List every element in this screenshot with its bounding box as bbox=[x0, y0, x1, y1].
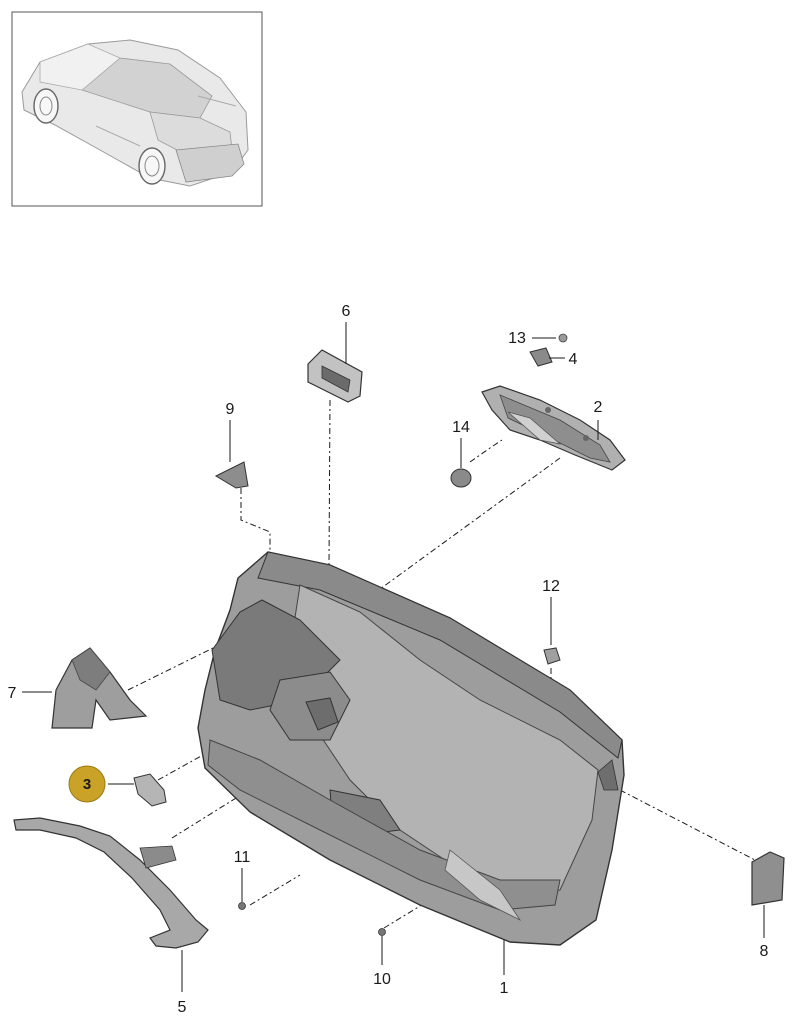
part-11-screw[interactable] bbox=[238, 902, 246, 910]
part-10-screw[interactable] bbox=[378, 928, 386, 936]
callout-3-badge bbox=[68, 765, 106, 803]
callout-11[interactable]: 11 bbox=[234, 849, 251, 866]
callout-13[interactable]: 13 bbox=[508, 330, 526, 347]
callout-6[interactable]: 6 bbox=[342, 303, 351, 320]
callout-12[interactable]: 12 bbox=[542, 578, 560, 595]
callout-3-highlighted[interactable]: 3 bbox=[68, 765, 106, 803]
callout-10[interactable]: 10 bbox=[373, 971, 391, 988]
part-8-end-cover[interactable] bbox=[751, 851, 785, 906]
part-3-insert[interactable] bbox=[133, 773, 167, 807]
vehicle-overview-thumbnail[interactable] bbox=[11, 11, 263, 207]
callout-1[interactable]: 1 bbox=[500, 980, 509, 997]
callout-5[interactable]: 5 bbox=[178, 999, 187, 1016]
callout-9[interactable]: 9 bbox=[226, 401, 235, 418]
callout-7[interactable]: 7 bbox=[8, 685, 17, 702]
callout-3: 3 bbox=[83, 776, 91, 793]
part-5-pull-handle[interactable] bbox=[13, 817, 209, 949]
callout-2[interactable]: 2 bbox=[594, 399, 603, 416]
callout-4[interactable]: 4 bbox=[569, 351, 578, 368]
part-6-switch-bezel[interactable] bbox=[307, 349, 363, 403]
car-illustration bbox=[21, 39, 249, 187]
part-9-trim-piece[interactable] bbox=[214, 461, 249, 489]
part-4-clip[interactable] bbox=[529, 347, 553, 367]
callout-labels: 1 2 3 4 5 6 7 8 9 10 11 12 13 14 bbox=[8, 303, 769, 1016]
part-1-door-trim-panel[interactable] bbox=[197, 551, 625, 946]
part-12-retaining-clip[interactable] bbox=[543, 647, 561, 665]
leader-lines bbox=[22, 322, 765, 992]
part-14-cover-cap[interactable] bbox=[450, 468, 472, 488]
callout-8[interactable]: 8 bbox=[760, 943, 769, 960]
part-7-mirror-cover[interactable] bbox=[51, 647, 148, 729]
callout-14[interactable]: 14 bbox=[452, 419, 470, 436]
part-13-fastener[interactable] bbox=[558, 333, 568, 343]
part-2-handle-bracket[interactable] bbox=[481, 385, 626, 471]
